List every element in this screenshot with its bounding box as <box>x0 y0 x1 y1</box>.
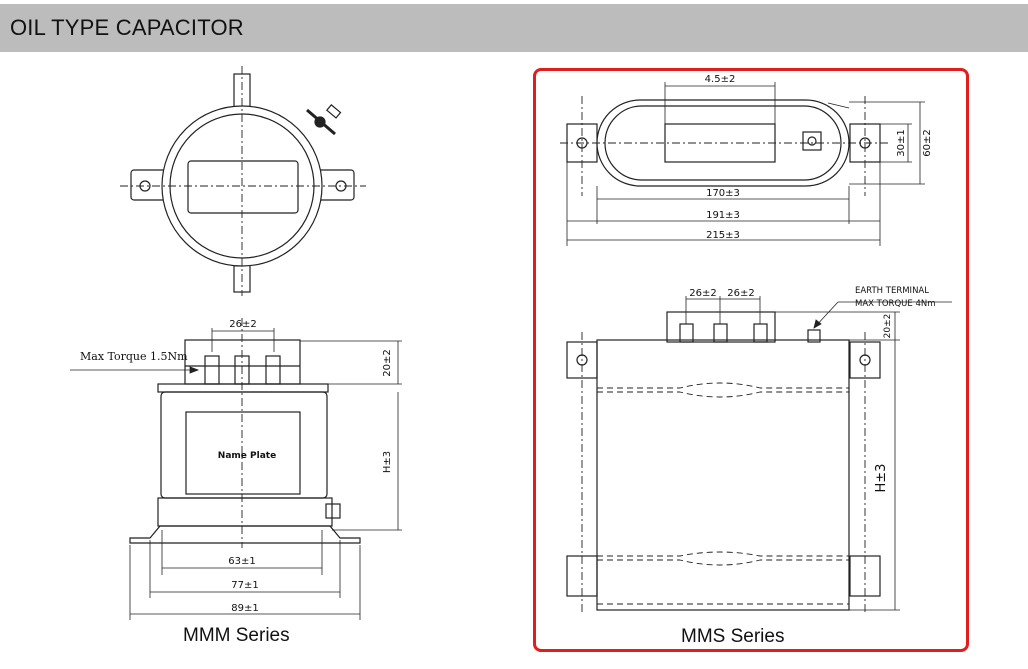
section-title: OIL TYPE CAPACITOR <box>10 15 244 40</box>
mms-earth-terminal-label: EARTH TERMINAL <box>855 286 929 296</box>
mmm-nameplate-label: Name Plate <box>218 451 276 461</box>
mms-series-label: MMS Series <box>681 626 785 647</box>
mmm-nameplate <box>185 411 301 495</box>
mms-dim-top-height: 20±2 <box>883 314 893 339</box>
mms-terminal-2 <box>713 323 728 343</box>
section-header: OIL TYPE CAPACITOR <box>0 4 1028 52</box>
mms-terminal-1 <box>679 323 694 343</box>
mms-dim-30: 30±1 <box>896 129 907 156</box>
mmm-dim-top-height: 20±2 <box>382 349 393 376</box>
mmm-nameplate-top <box>187 160 299 214</box>
mms-dim-215: 215±3 <box>706 230 740 241</box>
mms-dim-slot: 4.5±2 <box>705 74 736 85</box>
mms-dim-191: 191±3 <box>706 210 740 221</box>
mms-terminal-3 <box>753 323 768 343</box>
mms-dim-60: 60±2 <box>922 129 933 156</box>
mmm-terminal-1 <box>204 355 220 385</box>
mms-drawing <box>560 82 952 612</box>
mms-bottom-left-bracket <box>566 555 598 597</box>
mmm-earth-screw-icon <box>306 103 342 136</box>
mms-dim-height: H±3 <box>874 464 889 493</box>
mmm-terminal-3 <box>265 355 281 385</box>
mms-dim-170: 170±3 <box>706 188 740 199</box>
mms-earth-terminal <box>807 329 821 343</box>
mmm-dim-w3: 89±1 <box>231 603 258 614</box>
mms-front-right-bracket <box>849 341 881 379</box>
mms-highlight-frame <box>533 68 969 652</box>
mmm-torque-label: Max Torque 1.5Nm <box>80 350 188 363</box>
mmm-dim-height: H±3 <box>382 451 393 473</box>
mmm-series-label: MMM Series <box>183 625 290 646</box>
mms-earth-screw-icon <box>802 131 822 151</box>
mms-dim-pitch-a: 26±2 <box>689 288 716 299</box>
mmm-dim-pitch: 26±2 <box>229 319 256 330</box>
mms-dim-pitch-b: 26±2 <box>727 288 754 299</box>
mmm-mount-plate <box>129 525 361 544</box>
mmm-dim-w1: 63±1 <box>228 556 255 567</box>
mms-body <box>596 339 850 611</box>
mmm-dim-w2: 77±1 <box>231 580 258 591</box>
mmm-base <box>157 497 333 527</box>
mms-bottom-right-bracket <box>849 555 881 597</box>
mmm-terminal-block <box>184 339 301 385</box>
mms-earth-torque-label: MAX TORQUE 4Nm <box>855 299 936 309</box>
